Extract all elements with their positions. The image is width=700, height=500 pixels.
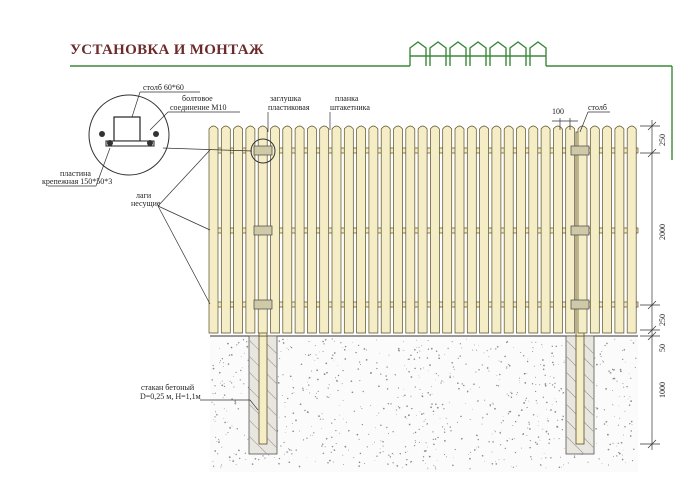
picket [491,125,502,334]
picket [220,125,231,334]
concrete-sleeve-right [565,335,595,455]
dim-ground-gap: 50 [658,344,667,352]
picket [553,125,563,334]
header-accent [70,41,673,160]
label-rails-2: несущие [131,199,161,208]
picket [614,125,625,334]
picket [282,125,293,334]
picket [417,125,428,334]
label-picket-1: планка [335,94,359,103]
label-bolt-1: болтовое [182,94,213,103]
dim-depth: 1000 [658,382,667,398]
picket [356,125,366,334]
label-bolt-2: соединение М10 [170,103,227,112]
picket [626,125,637,334]
picket [208,125,219,334]
picket [331,125,342,334]
pickets [208,125,637,334]
dim-gap: 100 [552,107,564,116]
picket [393,125,403,334]
picket [430,125,440,334]
picket [294,125,305,334]
dim-bottom: 250 [658,314,667,326]
dimension-lines [552,118,660,450]
label-rails-1: лаги [136,191,152,200]
picket [589,125,600,334]
picket [307,125,317,334]
picket [368,125,379,334]
picket [233,125,243,334]
dim-top: 250 [658,134,667,146]
picket [516,125,526,334]
picket [503,125,514,334]
picket [540,125,551,334]
label-post-size: столб 60*60 [143,83,184,92]
label-plate-2: крепежная 150*50*3 [42,177,112,186]
picket [405,125,416,334]
picket [380,125,391,334]
leader-lines [48,91,610,411]
label-concrete-2: D=0,25 м, H=1,1м [140,392,201,401]
bolt-plates [253,145,590,310]
picket [565,125,576,334]
label-post: столб [588,103,607,112]
label-cap-2: пластиковая [268,103,310,112]
picket [319,125,330,334]
page-title: УСТАНОВКА И МОНТАЖ [70,42,264,58]
detail-inset [88,94,253,176]
picket [602,125,612,334]
label-concrete-1: стакан бетоный [141,383,195,392]
label-picket-2: штакетника [330,103,370,112]
concrete-sleeve-left [248,335,278,455]
picket [528,125,539,334]
picket [479,125,489,334]
picket [442,125,453,334]
dim-height: 2000 [658,224,667,240]
picket [454,125,465,334]
picket [270,125,280,334]
picket [466,125,477,334]
picket [245,125,256,334]
label-plate-1: пластина [60,169,91,178]
picket [343,125,354,334]
label-cap-1: заглушка [270,94,302,103]
